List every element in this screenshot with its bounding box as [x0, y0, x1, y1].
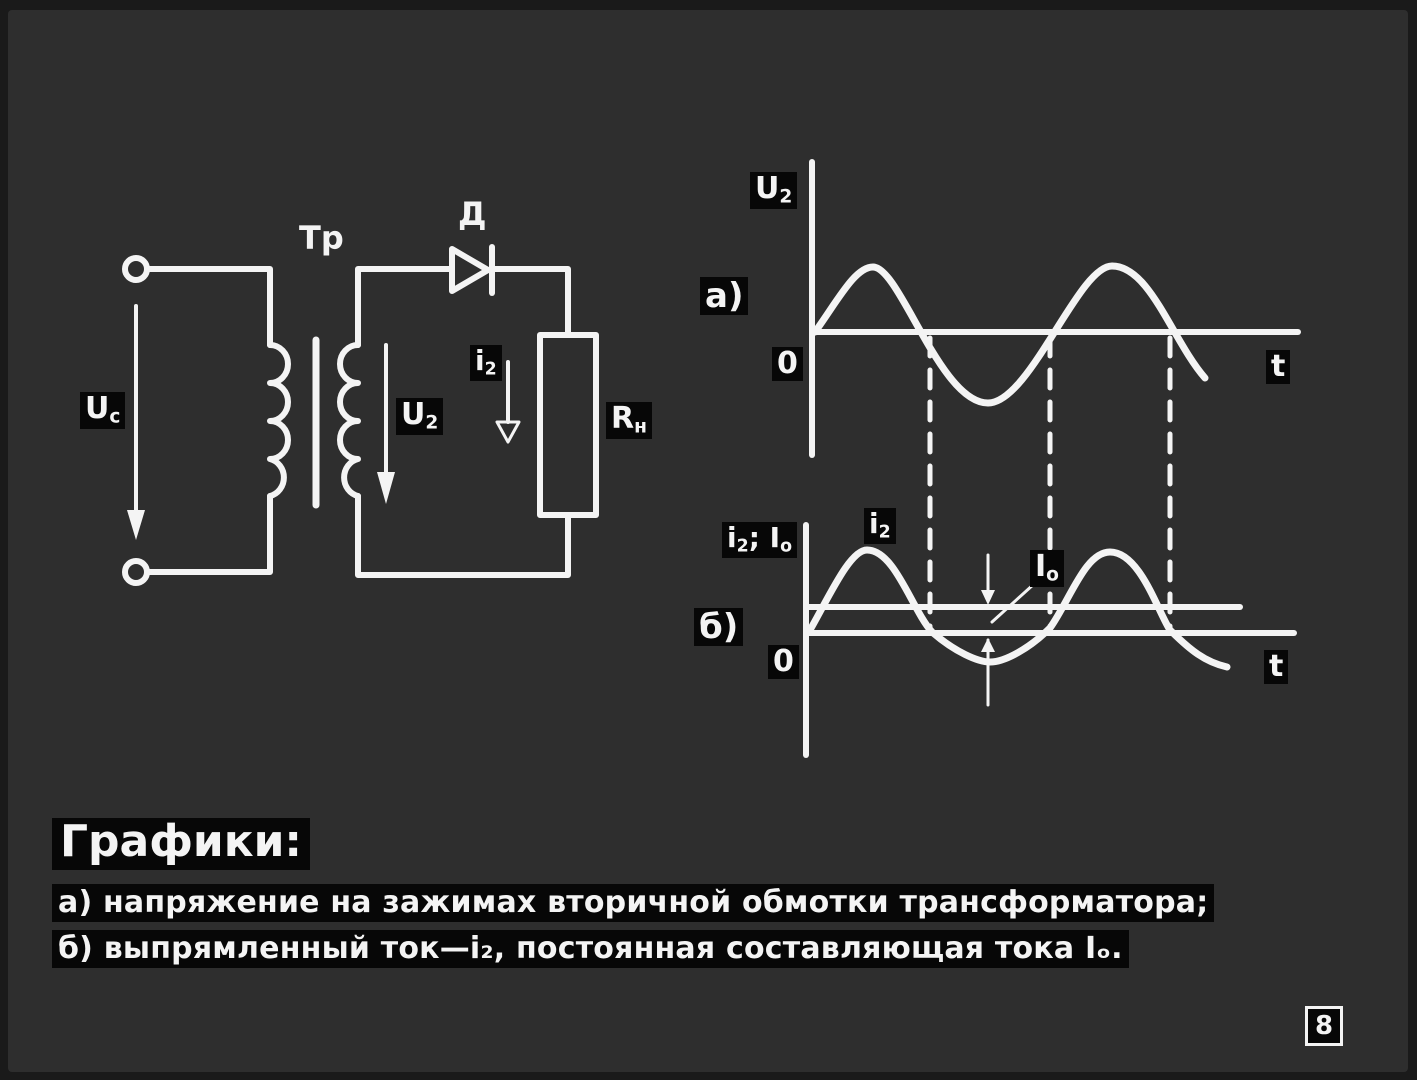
input-terminal-bottom: [122, 558, 150, 586]
diode-label: Д: [458, 195, 487, 233]
load-resistor: [537, 332, 599, 518]
graph-b-curve-label: i2: [864, 508, 896, 544]
graph-a-x-label: t: [1266, 350, 1291, 384]
page-number: 8: [1305, 1006, 1343, 1046]
secondary-voltage-arrowhead: [377, 472, 395, 504]
diode-symbol: [449, 246, 491, 294]
graph-b-x-label: t: [1264, 650, 1289, 684]
secondary-wire-bottom: [355, 493, 571, 578]
graph-a-y-label: U2: [750, 172, 798, 210]
dc-marker-arrowhead: [981, 590, 995, 605]
current-label: i2: [470, 345, 502, 381]
graph-b-y-label: i2; Io: [722, 522, 798, 558]
input-terminal-top: [122, 255, 150, 283]
secondary-voltage-label: U2: [396, 398, 444, 436]
graph-b-rectified-curve: [806, 546, 1231, 671]
secondary-winding: [337, 342, 361, 499]
secondary-wire-top: [355, 266, 453, 348]
graph-a-sine-curve: [811, 262, 1209, 407]
transformer-label: Тр: [299, 219, 344, 257]
graph-a-marker: а): [700, 277, 749, 315]
dc-marker-lower-arrowhead: [981, 638, 995, 652]
caption-line-a: а) напряжение на зажимах вторичной обмот…: [52, 884, 1215, 922]
graph-b-dc-label: Io: [1030, 550, 1064, 588]
dc-label-leader: [990, 582, 1036, 624]
primary-winding: [267, 342, 291, 499]
primary-wire-bottom: [144, 493, 273, 575]
caption-title: Графики:: [52, 818, 310, 870]
current-arrowhead: [495, 420, 521, 444]
graph-b-marker: б): [694, 608, 744, 646]
load-label: Rн: [606, 402, 652, 440]
caption-line-b: б) выпрямленный ток—i₂, постоянная соста…: [52, 930, 1129, 968]
graph-b-zero-label: 0: [768, 645, 799, 679]
input-voltage-arrowhead: [127, 510, 145, 540]
graph-a-zero-label: 0: [772, 347, 803, 381]
input-voltage-label: Uc: [80, 392, 126, 430]
primary-wire-top: [144, 266, 273, 348]
diode-to-load-wire: [489, 266, 571, 338]
